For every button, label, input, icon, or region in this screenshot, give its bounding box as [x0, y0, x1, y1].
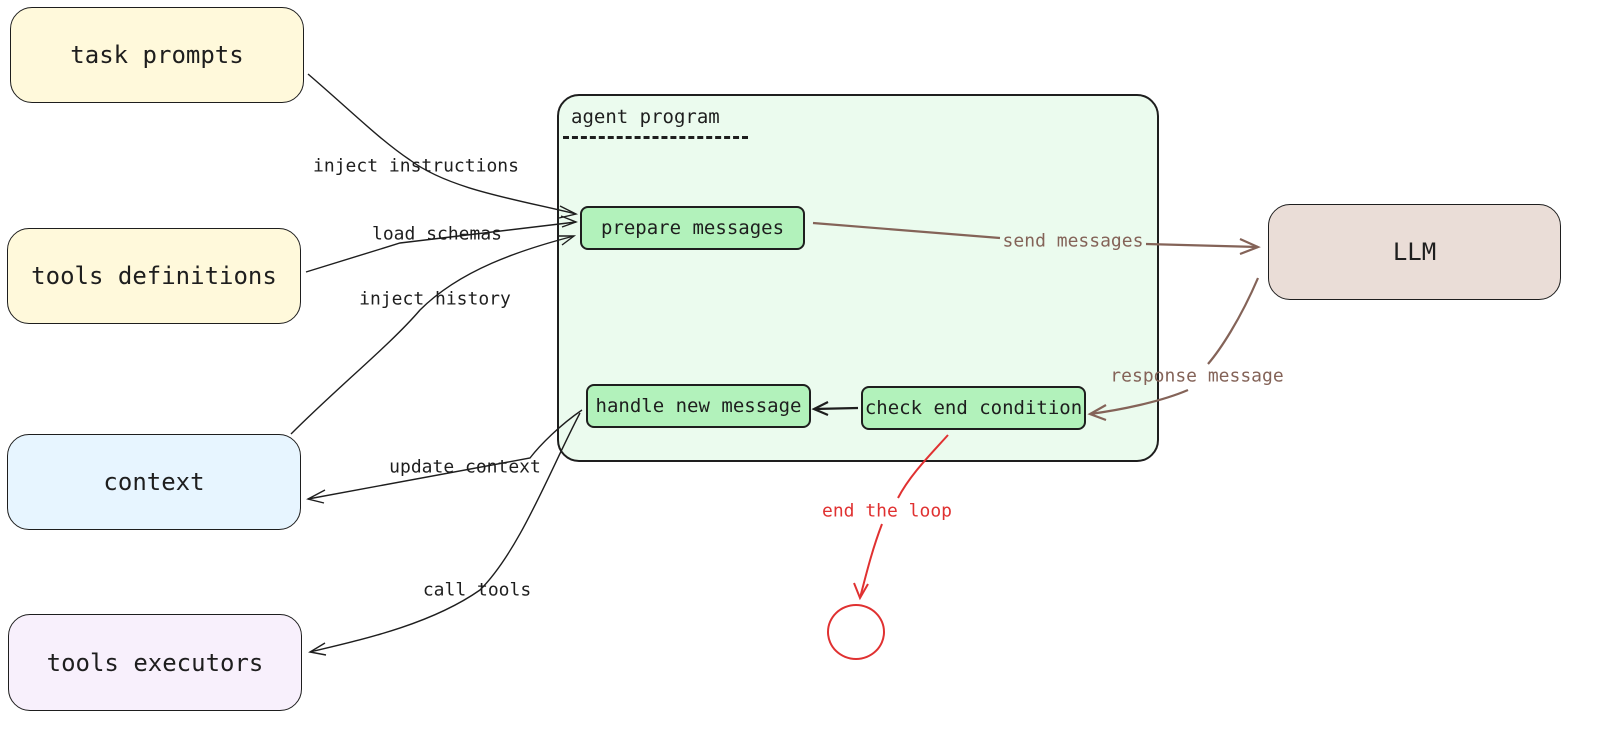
load-schemas-arrowhead — [560, 215, 578, 228]
context-box: context — [7, 434, 301, 530]
inject-instructions-arrow — [307, 73, 577, 215]
call-tools-arrowhead — [308, 642, 327, 656]
update-context-label: update context — [389, 456, 541, 478]
tools-executors-label: tools executors — [46, 648, 264, 677]
send-messages-arrowhead — [1239, 237, 1261, 256]
inject-history-label: inject history — [359, 288, 511, 310]
send-messages-arrow — [812, 221, 1259, 249]
check-to-handle-arrow — [813, 406, 859, 411]
end-the-loop-label: end the loop — [821, 500, 953, 522]
llm-label: LLM — [1392, 238, 1437, 266]
context-label: context — [103, 468, 205, 496]
end-the-loop-arrow — [859, 434, 949, 599]
agent-program-title: agent program — [571, 106, 720, 128]
tools-definitions-label: tools definitions — [31, 262, 277, 290]
load-schemas-arrow — [305, 221, 577, 273]
call-tools-arrow — [309, 412, 581, 653]
inject-history-arrow — [290, 235, 575, 435]
task-prompts-box: task prompts — [10, 7, 304, 103]
update-context-arrow — [307, 409, 583, 500]
response-message-arrow — [1089, 277, 1260, 416]
agent-program-divider — [563, 136, 748, 139]
response-message-label: response message — [1110, 365, 1284, 387]
task-prompts-label: task prompts — [70, 41, 244, 69]
inject-instructions-label: inject instructions — [313, 155, 519, 177]
tools-definitions-box: tools definitions — [7, 228, 301, 324]
handle-new-message-node: handle new message — [586, 384, 811, 428]
handle-new-message-label: handle new message — [595, 395, 802, 417]
prepare-messages-label: prepare messages — [600, 217, 785, 239]
check-end-condition-label: check end condition — [864, 397, 1083, 419]
inject-instructions-arrowhead — [558, 205, 579, 219]
update-context-arrowhead — [306, 489, 326, 504]
end-the-loop-arrowhead — [853, 582, 869, 601]
check-to-handle-arrowhead — [811, 401, 829, 417]
inject-history-arrowhead — [558, 235, 577, 246]
llm-box: LLM — [1268, 204, 1561, 300]
tools-executors-box: tools executors — [8, 614, 302, 711]
response-message-arrowhead — [1087, 404, 1107, 422]
send-messages-label: send messages — [1002, 230, 1144, 252]
call-tools-label: call tools — [422, 579, 532, 601]
prepare-messages-node: prepare messages — [580, 206, 805, 250]
load-schemas-label: load schemas — [371, 223, 503, 245]
check-end-condition-node: check end condition — [861, 386, 1086, 430]
end-terminal-circle — [827, 604, 885, 660]
